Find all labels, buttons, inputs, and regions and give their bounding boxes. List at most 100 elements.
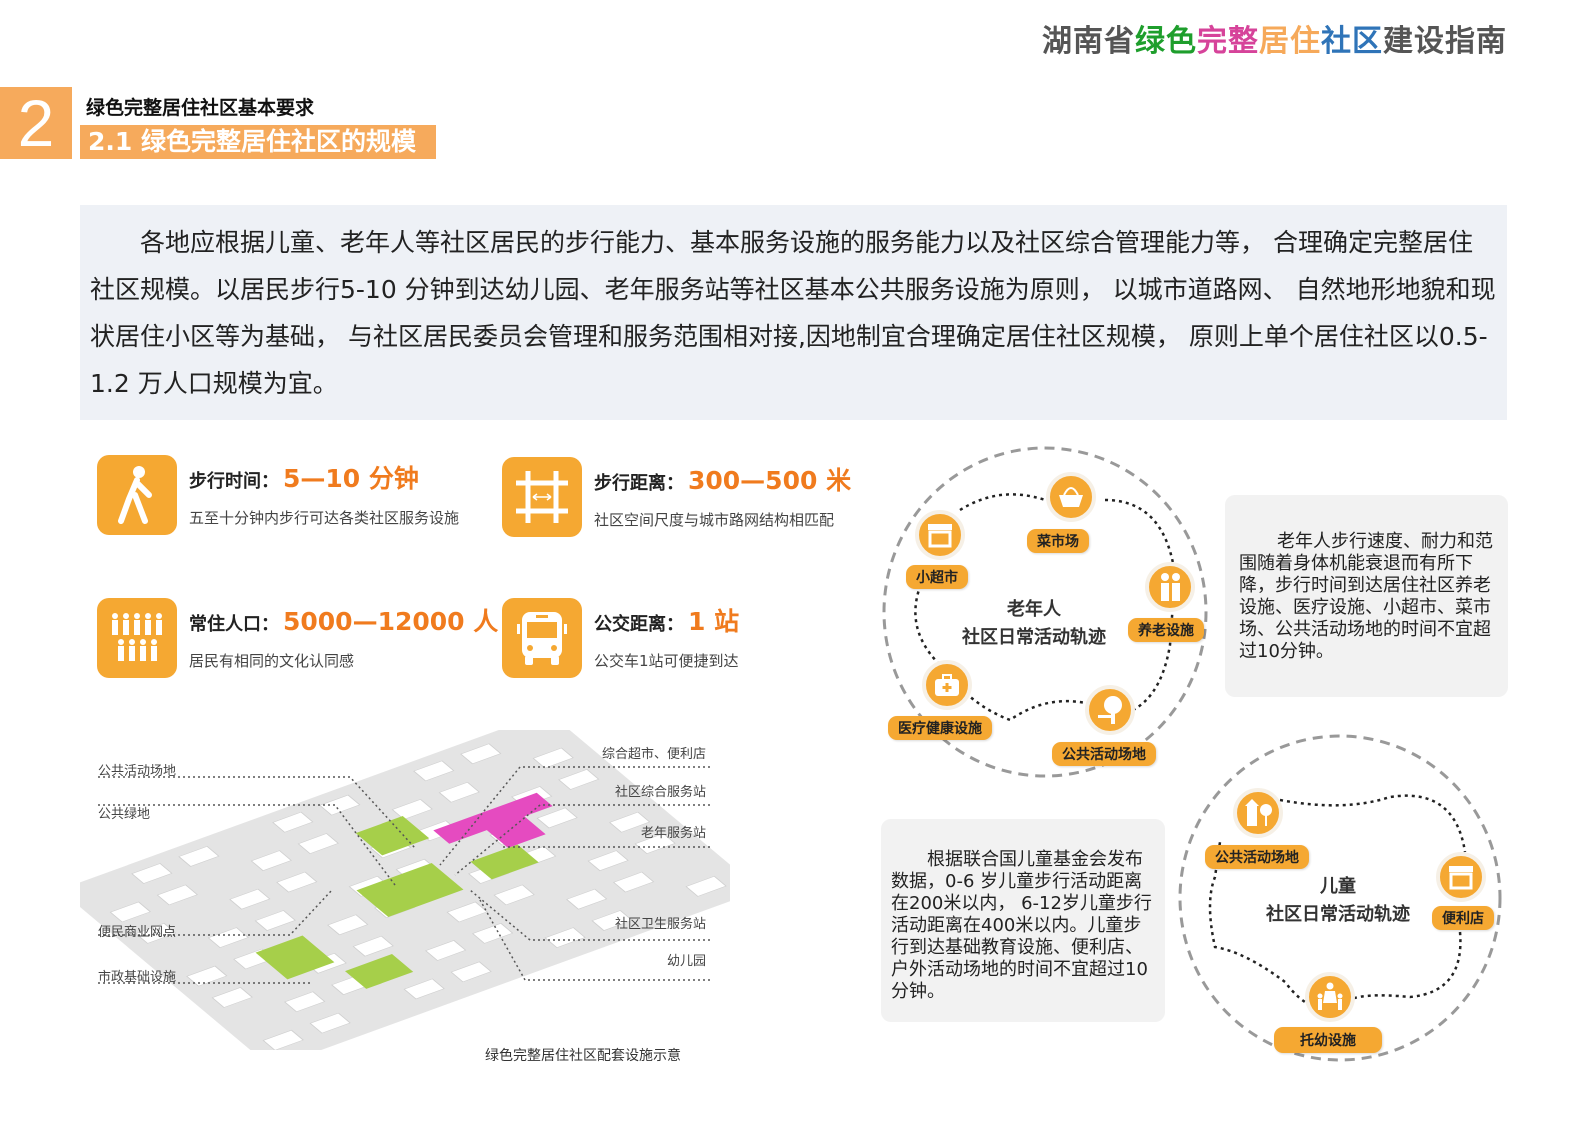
building bbox=[156, 884, 199, 906]
stat-card-walk-distance: 步行距离：300—500 米 社区空间尺度与城市路网结构相匹配 bbox=[502, 457, 851, 537]
stat-card-bus: 公交距离：1 站 公交车1站可便捷到达 bbox=[502, 598, 739, 678]
node-label: 医疗健康设施 bbox=[888, 716, 992, 740]
building bbox=[250, 850, 292, 872]
map-label: 老年服务站 bbox=[640, 826, 706, 841]
title-part: 建设指南 bbox=[1383, 24, 1507, 59]
population-icon bbox=[97, 598, 177, 678]
building bbox=[460, 743, 502, 765]
elderly-couple-icon bbox=[1145, 562, 1195, 612]
building bbox=[493, 884, 535, 906]
stat-card-population: 常住人口：5000—12000 人 居民有相同的文化认同感 bbox=[97, 598, 498, 678]
map-label: 市政基础设施 bbox=[98, 970, 177, 985]
children-center-title: 儿童社区日常活动轨迹 bbox=[1266, 873, 1410, 929]
building bbox=[254, 910, 296, 931]
building bbox=[413, 760, 455, 782]
community-facility-diagram bbox=[80, 730, 730, 1050]
title-part: 绿色 bbox=[1135, 24, 1197, 59]
building bbox=[229, 888, 271, 910]
title-part: 居住 bbox=[1259, 24, 1321, 59]
stat-label: 公交距离： bbox=[594, 614, 684, 635]
building bbox=[471, 922, 514, 944]
tree-bench-icon bbox=[1085, 685, 1135, 735]
node-label: 公共活动场地 bbox=[1205, 845, 1309, 869]
walking-person-icon bbox=[97, 455, 177, 535]
building bbox=[450, 961, 492, 983]
building bbox=[276, 871, 318, 893]
building bbox=[319, 794, 361, 816]
stat-value: 300—500 米 bbox=[688, 466, 852, 495]
building bbox=[634, 833, 676, 854]
building bbox=[536, 807, 578, 829]
building bbox=[438, 781, 480, 803]
building bbox=[587, 850, 629, 872]
map-label: 社区综合服务站 bbox=[614, 785, 706, 800]
title-part: 湖南省 bbox=[1042, 24, 1135, 59]
stat-value: 1 站 bbox=[688, 607, 740, 636]
intro-paragraph: 各地应根据儿童、老年人等社区居民的步行能力、基本服务设施的服务能力以及社区综合管… bbox=[80, 205, 1507, 420]
center-line: 老年人 bbox=[1007, 599, 1061, 620]
building bbox=[272, 811, 314, 833]
stat-label: 常住人口： bbox=[189, 614, 279, 635]
store-icon bbox=[915, 510, 965, 560]
building bbox=[309, 1012, 351, 1034]
node-label: 菜市场 bbox=[1027, 529, 1089, 553]
node-label: 托幼设施 bbox=[1274, 1027, 1382, 1053]
building bbox=[532, 747, 574, 769]
building bbox=[391, 798, 433, 820]
building bbox=[685, 875, 727, 897]
family-icon bbox=[1305, 972, 1355, 1022]
node-label: 小超市 bbox=[906, 565, 968, 589]
document-title: 湖南省绿色完整居住社区建设指南 bbox=[1042, 16, 1507, 60]
bus-icon bbox=[502, 598, 582, 678]
building bbox=[403, 978, 445, 1000]
center-line: 社区日常活动轨迹 bbox=[1266, 904, 1410, 925]
building bbox=[207, 927, 249, 949]
building bbox=[186, 965, 228, 987]
elderly-center-title: 老年人社区日常活动轨迹 bbox=[962, 596, 1106, 652]
stat-sub: 社区空间尺度与城市路网结构相匹配 bbox=[594, 511, 835, 529]
playground-icon bbox=[1233, 788, 1283, 838]
chapter-number: 2 bbox=[0, 87, 72, 159]
map-label: 公共绿地 bbox=[98, 807, 151, 822]
building bbox=[211, 987, 253, 1008]
map-label: 公共活动场地 bbox=[98, 764, 177, 779]
building bbox=[565, 888, 608, 910]
children-note: 根据联合国儿童基金会发布数据，0-6 岁儿童步行活动距离在200米以内， 6-1… bbox=[881, 819, 1165, 1022]
building bbox=[262, 1029, 304, 1050]
building bbox=[284, 991, 326, 1013]
building bbox=[131, 863, 173, 884]
map-label: 综合超市、便利店 bbox=[601, 747, 706, 762]
building bbox=[135, 922, 177, 944]
stat-value: 5000—12000 人 bbox=[283, 607, 499, 636]
medical-kit-icon bbox=[922, 660, 972, 710]
stat-label: 步行距离： bbox=[594, 473, 684, 494]
stat-sub: 居民有相同的文化认同感 bbox=[189, 652, 355, 670]
map-label: 幼儿园 bbox=[666, 954, 706, 969]
title-part: 社区 bbox=[1321, 24, 1383, 59]
title-part: 完整 bbox=[1197, 24, 1259, 59]
map-label: 便民商业网点 bbox=[98, 925, 177, 940]
map-caption: 绿色完整居住社区配套设施示意 bbox=[485, 1048, 681, 1064]
building bbox=[544, 927, 586, 949]
stat-value: 5—10 分钟 bbox=[283, 464, 419, 493]
chapter-title: 绿色完整居住社区基本要求 bbox=[86, 97, 315, 119]
basket-icon bbox=[1046, 472, 1096, 522]
stat-label: 步行时间： bbox=[189, 471, 279, 492]
node-label: 公共活动场地 bbox=[1052, 742, 1156, 766]
children-route-diagram bbox=[1178, 734, 1502, 1062]
building bbox=[352, 935, 394, 957]
stat-sub: 公交车1站可便捷到达 bbox=[594, 652, 739, 670]
building bbox=[327, 914, 369, 936]
building bbox=[608, 811, 651, 833]
store-icon bbox=[1436, 852, 1486, 902]
building bbox=[424, 940, 467, 961]
elderly-note: 老年人步行速度、耐力和范围随着身体机能衰退而有所下降，步行时间到达居住社区养老设… bbox=[1225, 495, 1508, 697]
building bbox=[446, 901, 488, 923]
node-label: 便利店 bbox=[1432, 906, 1494, 930]
section-title: 2.1 绿色完整居住社区的规模 bbox=[80, 125, 436, 159]
map-label: 社区卫生服务站 bbox=[614, 917, 706, 932]
building bbox=[178, 845, 220, 867]
building bbox=[558, 769, 600, 790]
center-line: 社区日常活动轨迹 bbox=[962, 627, 1106, 648]
building bbox=[297, 833, 339, 854]
